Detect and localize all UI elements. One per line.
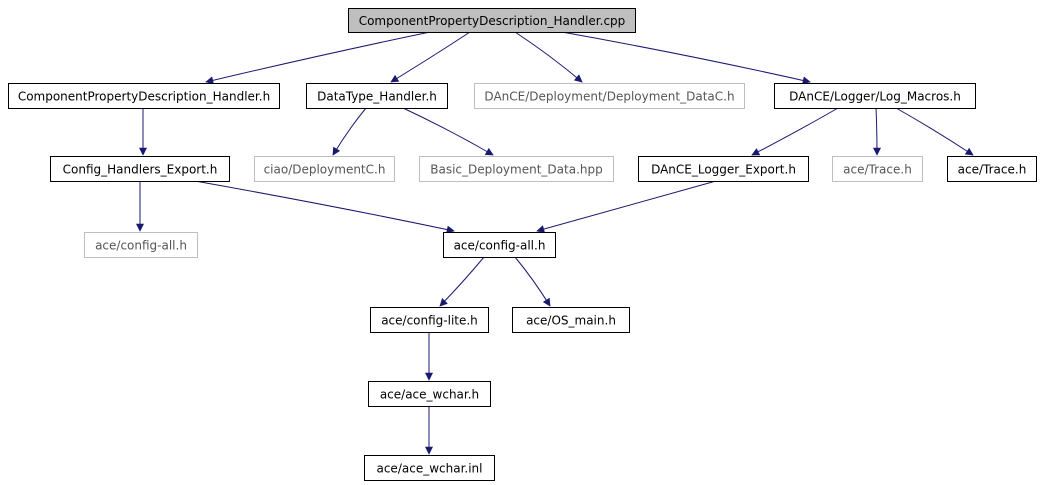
node-dance-logger-export[interactable]: DAnCE_Logger_Export.h <box>638 156 809 182</box>
edge-log_macros-to-ace_trace_missing <box>872 107 881 156</box>
edge-root-to-log_macros <box>561 31 811 85</box>
node-box <box>443 232 556 258</box>
node-label: ace/config-all.h <box>454 239 546 253</box>
node-label: ace/ace_wchar.inl <box>376 462 482 476</box>
node-log-macros[interactable]: DAnCE/Logger/Log_Macros.h <box>774 83 976 109</box>
node-ace-trace[interactable]: ace/Trace.h <box>947 156 1037 182</box>
edges <box>136 31 974 455</box>
node-box <box>8 83 280 109</box>
node-label: DAnCE/Logger/Log_Macros.h <box>789 90 961 104</box>
node-label: DAnCE/Deployment/Deployment_DataC.h <box>484 90 734 104</box>
node-ciao-depl[interactable]: ciao/DeploymentC.h <box>254 156 395 182</box>
node-label: Config_Handlers_Export.h <box>63 163 218 177</box>
node-box <box>254 156 395 182</box>
edge-ace_config_all-to-ace_config_lite <box>439 256 485 307</box>
node-box <box>348 8 636 33</box>
node-basic-depl[interactable]: Basic_Deployment_Data.hpp <box>419 156 614 182</box>
node-ace-config-all-missing[interactable]: ace/config-all.h <box>84 232 198 258</box>
node-box <box>474 83 745 109</box>
node-label: ComponentPropertyDescription_Handler.h <box>18 90 270 104</box>
node-ace-config-lite[interactable]: ace/config-lite.h <box>370 307 489 333</box>
node-box <box>364 455 495 481</box>
edge-log_macros-to-ace_trace <box>895 107 974 156</box>
edge-config_export-to-ace_config_all <box>194 180 455 234</box>
node-label: ciao/DeploymentC.h <box>264 163 386 177</box>
node-label: DAnCE_Logger_Export.h <box>651 163 796 177</box>
node-box <box>370 307 489 333</box>
node-label: DataType_Handler.h <box>317 90 437 104</box>
node-box <box>306 83 448 109</box>
node-box <box>50 156 230 182</box>
node-root[interactable]: ComponentPropertyDescription_Handler.cpp <box>348 8 636 33</box>
node-box <box>832 156 923 182</box>
edge-log_macros-to-dance_logger_export <box>751 107 839 156</box>
node-label: ace/Trace.h <box>958 163 1027 177</box>
node-box <box>419 156 614 182</box>
node-label: ace/OS_main.h <box>526 314 616 328</box>
node-label: ace/ace_wchar.h <box>380 388 479 402</box>
node-dance-datac[interactable]: DAnCE/Deployment/Deployment_DataC.h <box>474 83 745 109</box>
node-ace-wchar-h[interactable]: ace/ace_wchar.h <box>368 381 491 407</box>
edge-root-to-cpdh_h <box>205 31 431 85</box>
node-ace-wchar-inl[interactable]: ace/ace_wchar.inl <box>364 455 495 481</box>
nodes: ComponentPropertyDescription_Handler.cpp… <box>8 8 1037 481</box>
node-config-export[interactable]: Config_Handlers_Export.h <box>50 156 230 182</box>
edge-datatype_h-to-basic_depl <box>402 107 494 156</box>
edge-root-to-datatype_h <box>390 31 471 83</box>
node-label: ace/config-all.h <box>95 239 187 253</box>
node-datatype-h[interactable]: DataType_Handler.h <box>306 83 448 109</box>
node-cpdh-h[interactable]: ComponentPropertyDescription_Handler.h <box>8 83 280 109</box>
node-label: Basic_Deployment_Data.hpp <box>430 163 602 177</box>
node-box <box>947 156 1037 182</box>
node-label: ace/config-lite.h <box>381 314 478 328</box>
node-label: ace/Trace.h <box>843 163 912 177</box>
node-ace-os-main[interactable]: ace/OS_main.h <box>512 307 630 333</box>
node-ace-config-all[interactable]: ace/config-all.h <box>443 232 556 258</box>
node-box <box>774 83 976 109</box>
edge-dance_logger_export-to-ace_config_all <box>536 180 717 233</box>
node-label: ComponentPropertyDescription_Handler.cpp <box>359 14 626 28</box>
edge-datatype_h-to-ciao_depl <box>332 107 367 156</box>
node-box <box>512 307 630 333</box>
node-ace-trace-missing[interactable]: ace/Trace.h <box>832 156 923 182</box>
edge-ace_config_all-to-ace_os_main <box>514 256 551 307</box>
edge-root-to-dance_datac <box>514 31 583 83</box>
node-box <box>368 381 491 407</box>
node-box <box>84 232 198 258</box>
node-box <box>638 156 809 182</box>
